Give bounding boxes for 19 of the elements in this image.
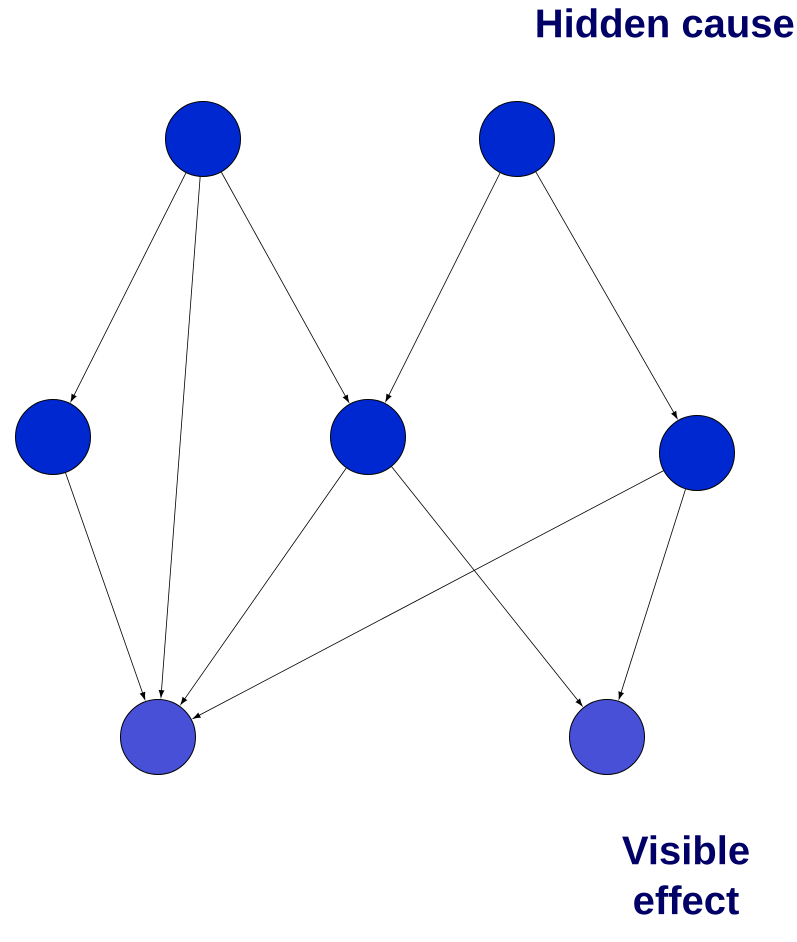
heading-label: Visible effect — [622, 835, 749, 915]
arrow — [158, 176, 201, 698]
arrow — [70, 172, 186, 402]
circle-node — [330, 399, 406, 475]
circle-node — [659, 415, 735, 491]
circle-node — [165, 101, 241, 177]
arrow — [618, 488, 686, 700]
arrow — [180, 468, 347, 705]
arrow — [192, 470, 664, 719]
arrow — [391, 466, 583, 706]
circle-node — [479, 101, 555, 177]
arrow — [536, 172, 678, 419]
arrow — [221, 172, 350, 403]
arrow — [65, 472, 146, 700]
circle-node — [120, 699, 196, 775]
arrow — [385, 172, 500, 402]
circle-node — [15, 399, 91, 475]
circle-node — [569, 699, 645, 775]
heading-label: Hidden cause — [537, 8, 794, 38]
